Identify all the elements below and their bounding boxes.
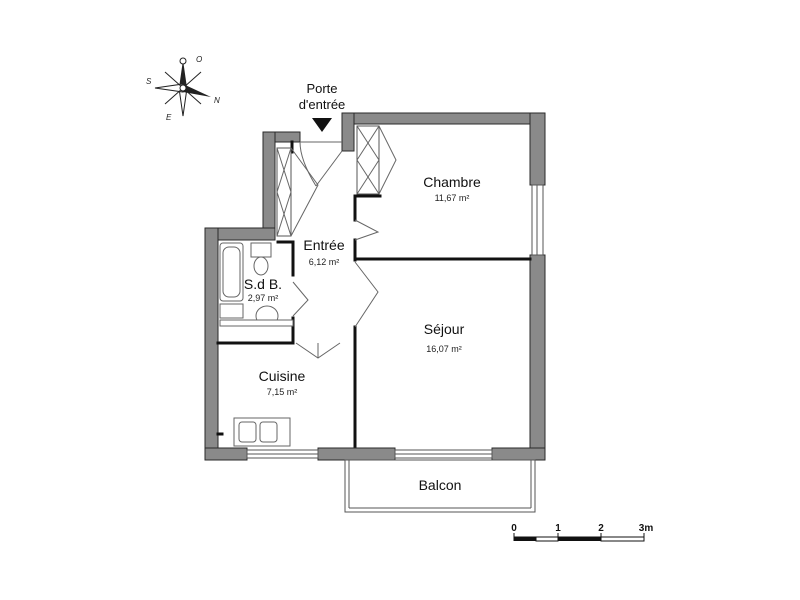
room-name-cuisine: Cuisine <box>259 368 306 384</box>
room-area-sejour: 16,07 m² <box>426 344 462 354</box>
compass-south-label: S <box>146 77 152 86</box>
entrance-label-line2: d'entrée <box>299 97 346 112</box>
exterior-walls <box>204 112 546 461</box>
closets <box>276 125 397 237</box>
compass-west-label: O <box>196 55 202 64</box>
scale-tick-0: 0 <box>511 523 517 534</box>
scale-tick-2: 2 <box>598 523 604 534</box>
windows <box>246 184 544 459</box>
room-area-sdb: 2,97 m² <box>248 293 279 303</box>
balcony <box>344 459 536 513</box>
room-name-sdb: S.d B. <box>244 276 282 292</box>
room-area-entree: 6,12 m² <box>309 257 340 267</box>
room-area-chambre: 11,67 m² <box>435 193 470 203</box>
bathroom-fixtures <box>219 242 294 327</box>
compass-east-label: E <box>166 113 172 122</box>
entrance-label-line1: Porte <box>306 81 337 96</box>
kitchen-fixtures <box>233 417 291 447</box>
compass-rose-icon: N S E O <box>146 55 220 122</box>
room-name-sejour: Séjour <box>424 321 465 337</box>
entrance-arrow-icon <box>312 118 332 132</box>
scale-bar: 0 1 2 3m <box>511 523 654 542</box>
compass-north-label: N <box>214 96 220 105</box>
scale-tick-3: 3m <box>639 523 654 534</box>
room-name-balcon: Balcon <box>419 477 462 493</box>
door-swings <box>292 141 380 359</box>
room-area-cuisine: 7,15 m² <box>267 387 298 397</box>
interior-partitions <box>216 140 532 448</box>
room-name-chambre: Chambre <box>423 174 481 190</box>
scale-tick-1: 1 <box>555 523 561 534</box>
room-name-entree: Entrée <box>303 237 344 253</box>
